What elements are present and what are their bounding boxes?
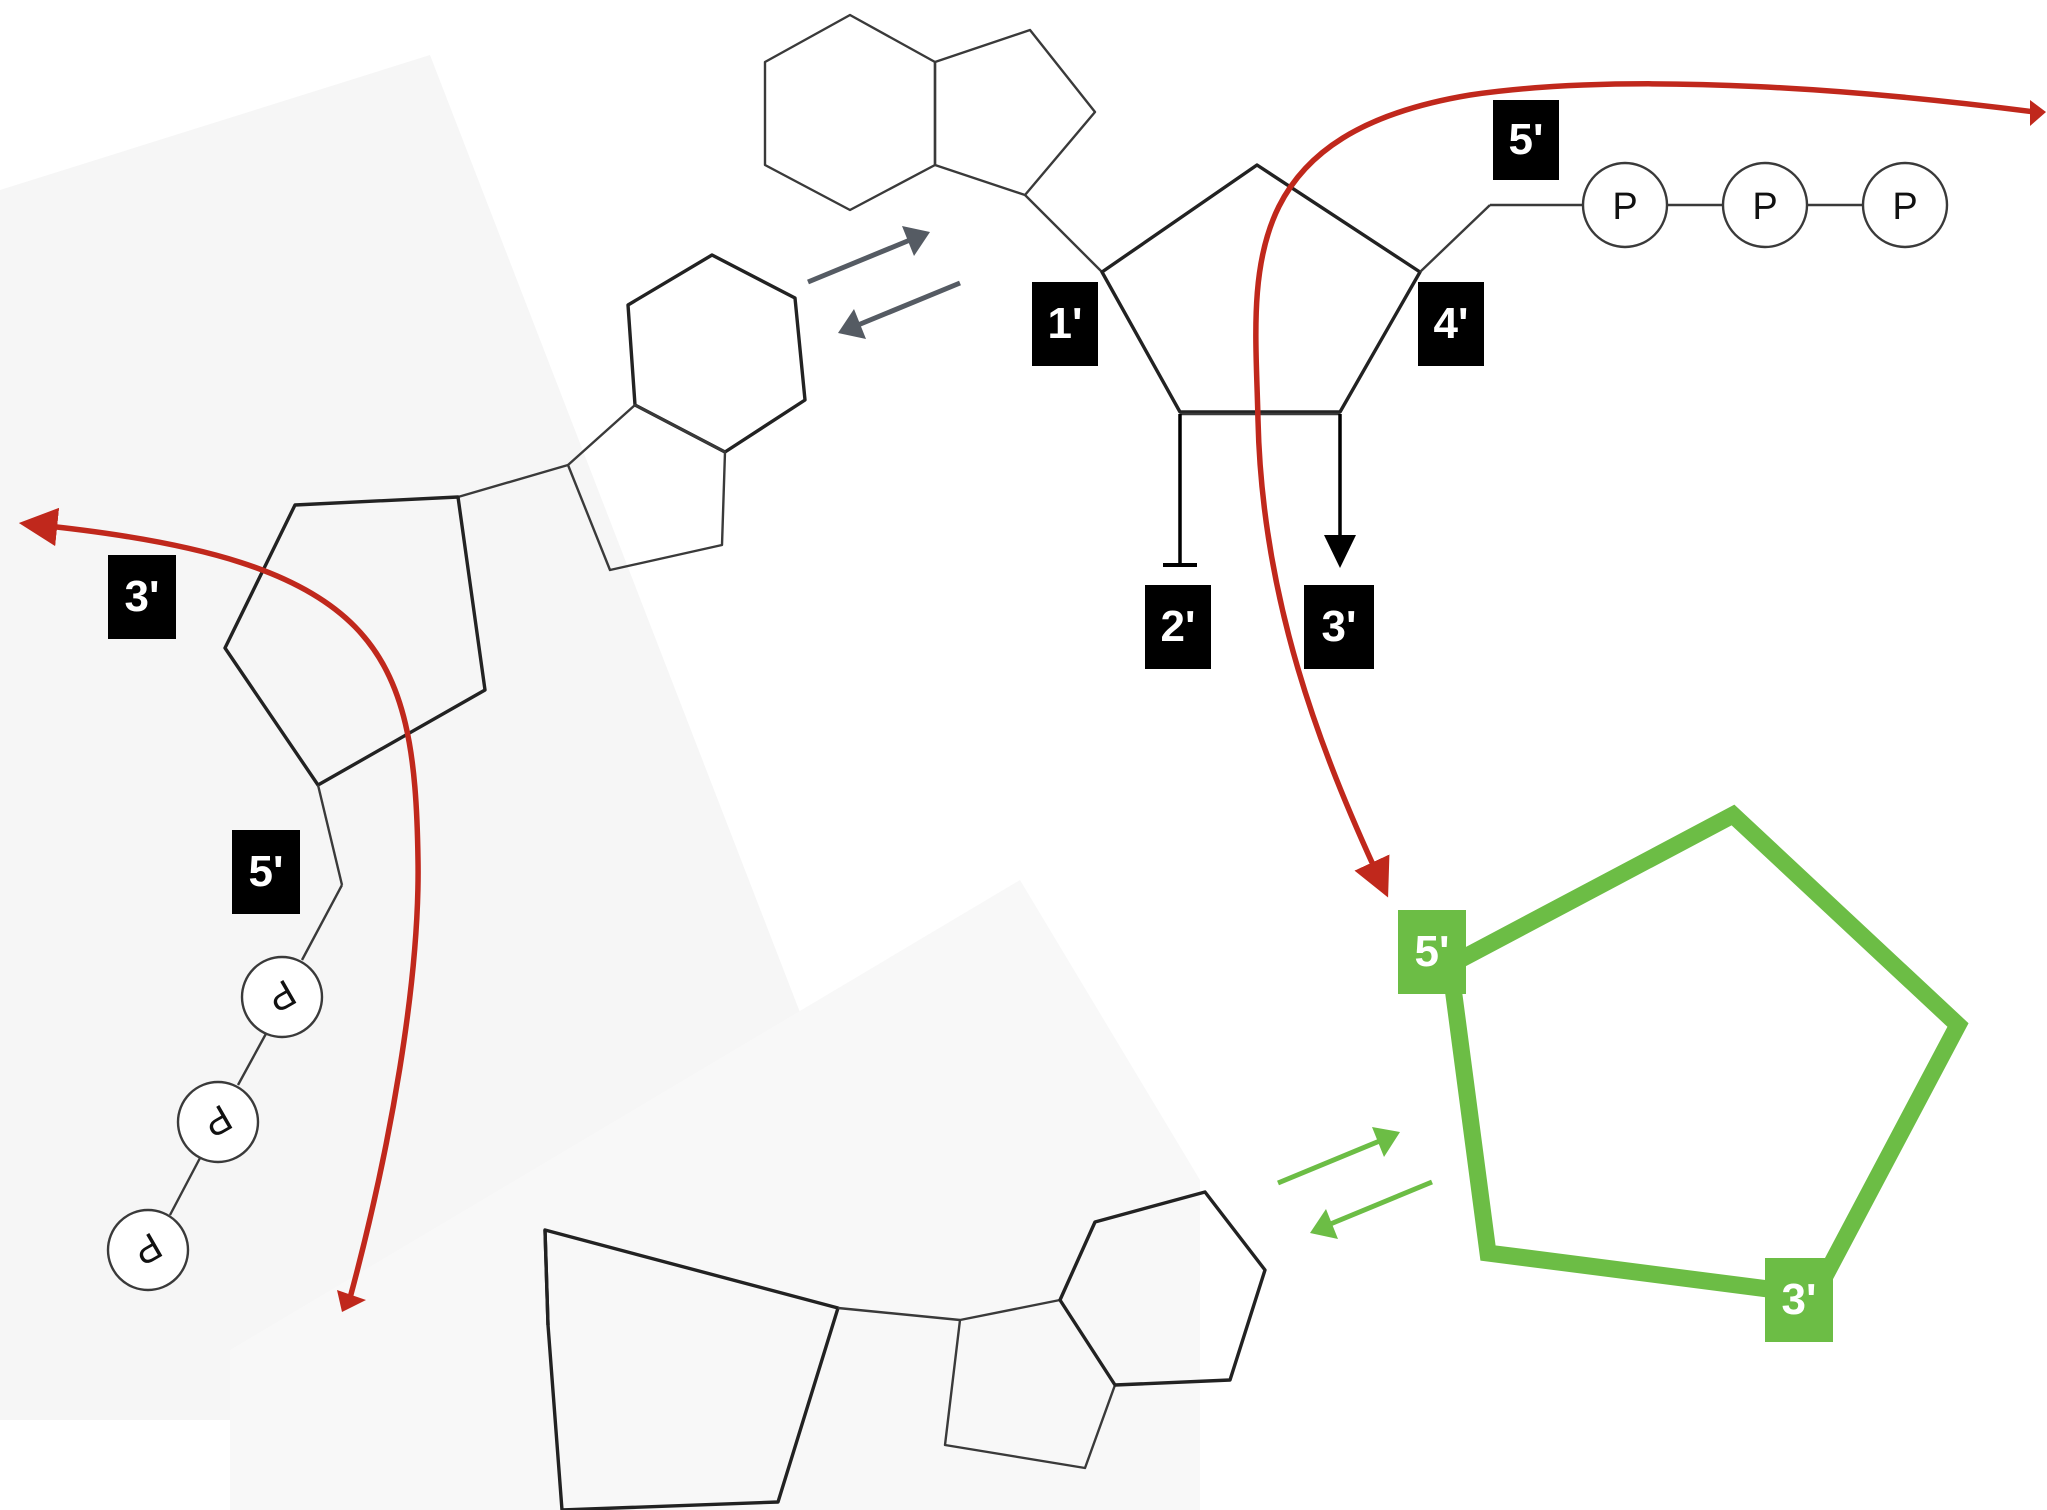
phosphate-group: P	[1861, 161, 1949, 249]
svg-text:1': 1'	[1048, 299, 1083, 348]
left-label-5prime: 5'	[232, 830, 300, 914]
gray-equilibrium-arrows	[807, 226, 961, 339]
phosphate-group: P	[176, 1080, 260, 1164]
green-equilibrium-arrows	[1277, 1127, 1433, 1239]
bottom-sugar-ring	[543, 1228, 961, 1510]
red-curve-left	[18, 507, 421, 1299]
svg-text:5': 5'	[249, 847, 284, 896]
top-phosphate-chain: P P P	[1581, 161, 1949, 249]
left-sugar-ring	[223, 495, 487, 961]
phosphate-group: P	[1581, 161, 1669, 249]
c3-down-arrow	[1324, 414, 1356, 568]
bottom-base-purine	[943, 1190, 1267, 1470]
left-base-purine	[457, 253, 807, 572]
green-label-3prime: 3'	[1765, 1258, 1833, 1342]
label-c5: 5'	[1493, 100, 1559, 180]
svg-text:3': 3'	[1322, 602, 1357, 651]
c2-inhibition-arrow	[1163, 414, 1197, 567]
phosphate-group: P	[240, 955, 324, 1039]
label-c4: 4'	[1418, 282, 1484, 366]
label-c2: 2'	[1145, 585, 1211, 669]
svg-text:5': 5'	[1415, 927, 1450, 976]
left-fade-panel	[0, 55, 830, 1420]
left-phosphate-chain: P P P	[106, 955, 324, 1292]
phosphate-group: P	[106, 1208, 190, 1292]
red-curve-top-right	[1253, 81, 2036, 898]
label-c3: 3'	[1304, 585, 1374, 669]
svg-text:5': 5'	[1509, 115, 1544, 164]
left-label-3prime: 3'	[108, 555, 176, 639]
top-sugar-ring	[1100, 163, 1582, 416]
bottom-fade-panel	[230, 880, 1200, 1510]
svg-text:3': 3'	[125, 572, 160, 621]
svg-text:4': 4'	[1434, 299, 1469, 348]
phosphate-group: P	[1721, 161, 1809, 249]
svg-text:P: P	[1892, 186, 1917, 228]
svg-text:P: P	[1752, 186, 1777, 228]
svg-text:2': 2'	[1161, 602, 1196, 651]
svg-text:P: P	[1612, 186, 1637, 228]
green-sugar-pentagon	[1440, 804, 1969, 1305]
red-tail-marker	[2030, 100, 2046, 126]
red-tail-marker	[337, 1290, 366, 1312]
green-label-5prime: 5'	[1398, 910, 1466, 994]
label-c1: 1'	[1032, 282, 1098, 366]
svg-text:3': 3'	[1782, 1275, 1817, 1324]
top-base-purine	[763, 13, 1103, 273]
